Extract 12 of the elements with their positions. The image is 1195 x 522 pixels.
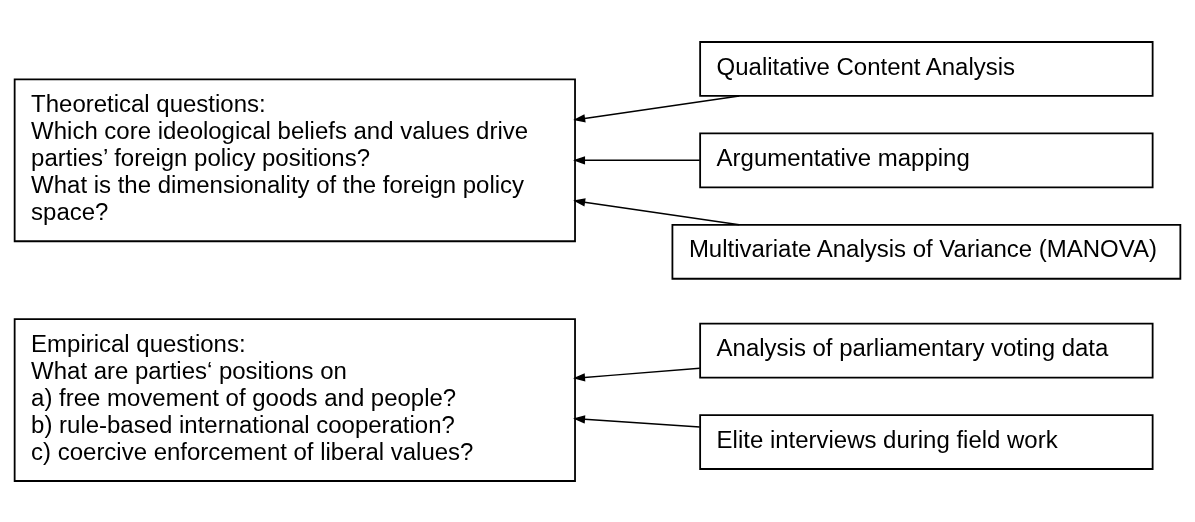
node-box: Argumentative mapping <box>699 132 1154 188</box>
arrow <box>573 414 701 428</box>
arrow <box>573 197 740 226</box>
node-box: Qualitative Content Analysis <box>699 40 1154 97</box>
node-box: Theoretical questions: Which core ideological beliefs and values drive parties’ foreign policy positions? What is the dimensionality of the foreign policy space? <box>13 78 576 242</box>
node-box: Analysis of parliamentary voting data <box>699 322 1154 378</box>
arrow <box>573 94 740 123</box>
arrow <box>573 367 701 382</box>
node-box: Multivariate Analysis of Variance (MANOVA) <box>671 223 1182 280</box>
arrow <box>573 155 701 165</box>
node-box: Elite interviews during field work <box>699 413 1154 470</box>
node-box: Empirical questions: What are parties‘ positions on a) free movement of goods and people? b) rule-based international cooperation? c) coercive enforcement of liberal values? <box>13 317 576 482</box>
